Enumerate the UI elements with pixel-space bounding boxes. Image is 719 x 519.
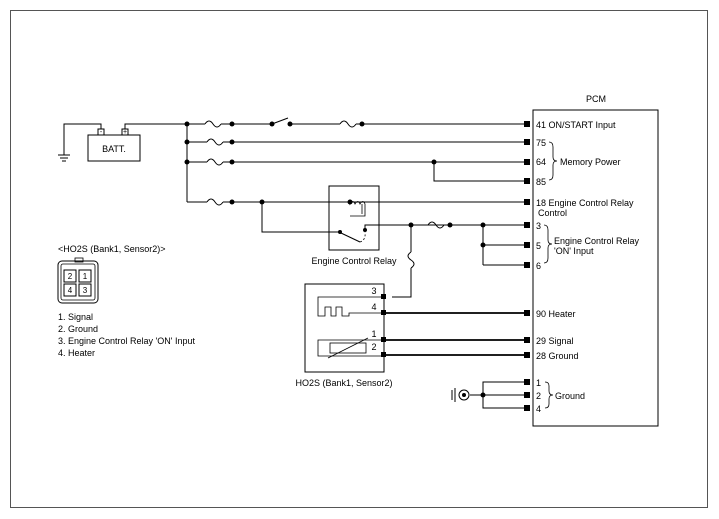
ho2s-pin2: 2 xyxy=(371,342,376,352)
ignition-switch-icon xyxy=(271,117,289,125)
pin-75-label: 75 xyxy=(536,138,546,148)
ground-pin-4-label: 4 xyxy=(536,404,541,414)
battery-pos-label: + xyxy=(123,129,127,136)
ho2s-label: HO2S (Bank1, Sensor2) xyxy=(295,378,392,388)
ground-pin-2-label: 2 xyxy=(536,391,541,401)
chassis-ground-icon xyxy=(451,388,470,402)
fuse-icon xyxy=(206,158,224,166)
battery: - + BATT. xyxy=(58,123,187,162)
power-bus xyxy=(184,117,525,206)
pin-5-label: 5 xyxy=(536,241,541,251)
pcm-pins: 41 ON/START Input 75 64 85 Memory Power … xyxy=(524,120,640,414)
pin-18-label-2: Control xyxy=(538,208,567,218)
ho2s-pin1: 1 xyxy=(371,329,376,339)
connector-legend-item: 1. Signal xyxy=(58,312,93,322)
pin-28-label: 28 Ground xyxy=(536,351,579,361)
connector-cell: 4 xyxy=(68,286,73,295)
ho2s-connector-view: <HO2S (Bank1, Sensor2)> 2 1 4 3 1. Signa… xyxy=(57,244,196,358)
battery-ground-icon xyxy=(58,154,70,162)
memory-power-brace xyxy=(548,141,558,181)
diagram-frame xyxy=(10,10,708,508)
ecr-on-brace xyxy=(543,224,553,264)
connector-cell: 3 xyxy=(83,286,88,295)
pin-29-label: 29 Signal xyxy=(536,336,574,346)
pin-18-label: 18 Engine Control Relay xyxy=(536,198,634,208)
relay-coil-icon xyxy=(349,201,366,217)
pin-41-label: 41 ON/START Input xyxy=(536,120,616,130)
ground-label: Ground xyxy=(555,391,585,401)
relay-label: Engine Control Relay xyxy=(311,256,397,266)
battery-neg-label: - xyxy=(100,129,103,136)
fuse-icon xyxy=(339,120,357,128)
engine-control-relay: Engine Control Relay xyxy=(261,185,525,266)
ground-pin-1-label: 1 xyxy=(536,378,541,388)
memory-power-label: Memory Power xyxy=(560,157,621,167)
connector-title: <HO2S (Bank1, Sensor2)> xyxy=(58,244,166,254)
ecr-on-label-2: 'ON' Input xyxy=(554,246,594,256)
connector-legend-item: 3. Engine Control Relay 'ON' Input xyxy=(58,336,196,346)
sensor-element-icon xyxy=(317,337,381,359)
pcm-title: PCM xyxy=(586,94,606,104)
ho2s-pin3: 3 xyxy=(371,286,376,296)
relay-switch-icon xyxy=(340,232,361,243)
ground-brace xyxy=(544,381,554,409)
fuse-icon xyxy=(206,198,224,206)
connector-legend-item: 2. Ground xyxy=(58,324,98,334)
fuse-icon xyxy=(204,120,222,128)
pin-90-label: 90 Heater xyxy=(536,309,576,319)
ho2s-pin4: 4 xyxy=(371,302,376,312)
fuse-icon xyxy=(407,251,415,269)
ho2s-sensor: HO2S (Bank1, Sensor2) 3 4 1 2 xyxy=(295,283,525,388)
fuse-icon xyxy=(206,138,224,146)
connector-cell: 1 xyxy=(83,272,88,281)
relay-output-wiring xyxy=(392,221,525,298)
pcm-ground-wiring xyxy=(451,381,525,409)
pin-64-label: 64 xyxy=(536,157,546,167)
connector-cell: 2 xyxy=(68,272,73,281)
battery-label: BATT. xyxy=(102,144,126,154)
pin-6-label: 6 xyxy=(536,261,541,271)
pcm-module: PCM xyxy=(532,94,659,427)
heater-element-icon xyxy=(317,296,381,317)
pin-3-label: 3 xyxy=(536,221,541,231)
ecr-on-label: Engine Control Relay xyxy=(554,236,640,246)
connector-legend-item: 4. Heater xyxy=(58,348,95,358)
pin-85-label: 85 xyxy=(536,177,546,187)
connector-housing xyxy=(57,260,99,304)
fuse-icon xyxy=(427,221,445,229)
